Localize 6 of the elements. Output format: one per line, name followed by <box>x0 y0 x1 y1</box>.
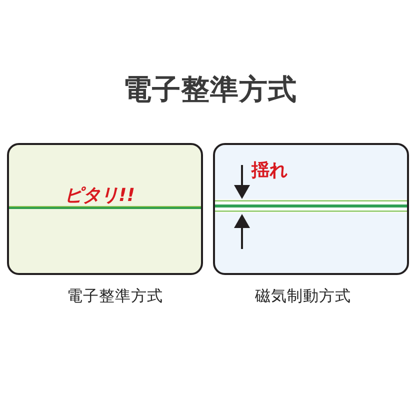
display-panel <box>7 143 203 275</box>
node-label: 電子整準方式 <box>67 289 163 304</box>
panel-label: ピタリ!! <box>64 186 135 204</box>
panel-label: 揺れ <box>252 162 288 180</box>
display-panel <box>213 143 409 275</box>
node-label: 磁気制動方式 <box>255 289 351 304</box>
